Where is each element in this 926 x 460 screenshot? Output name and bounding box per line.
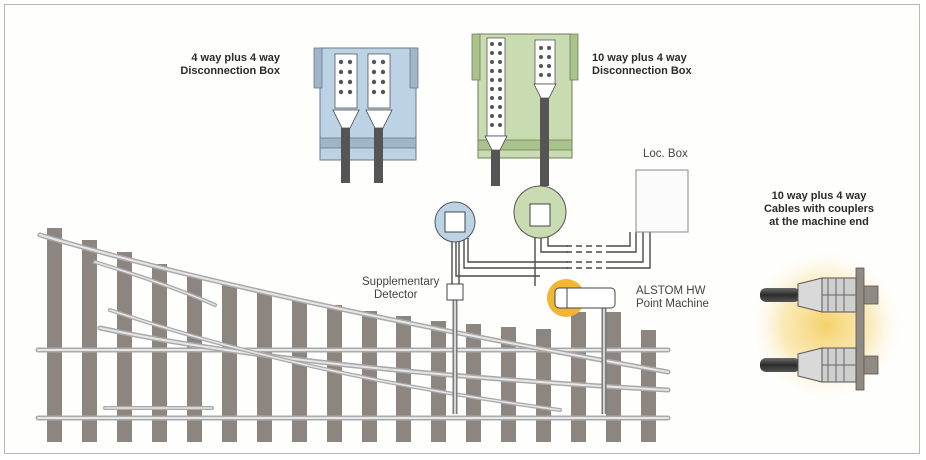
sleeper [222, 284, 237, 442]
label-line: Cables with couplers [763, 203, 875, 215]
label-line: at the machine end [769, 216, 869, 228]
cabling [451, 228, 651, 286]
sleeper [571, 312, 586, 442]
machine-junction [513, 185, 567, 239]
sleeper [257, 292, 272, 442]
label-line: Detector [374, 289, 418, 301]
label-line: Disconnection Box [592, 65, 692, 77]
sleeper [187, 276, 202, 442]
label-point-machine: ALSTOM HW Point Machine [636, 285, 709, 311]
label-line: ALSTOM HW [636, 285, 706, 297]
label-cables-with-couplers: 10 way plus 4 way Cables with couplers a… [754, 190, 884, 229]
cable-break [566, 240, 614, 274]
machine-end-couplers [746, 247, 906, 403]
label-line: 4 way plus 4 way [191, 52, 280, 64]
sleeper [47, 228, 62, 442]
point-machine [547, 279, 616, 317]
label-disconnection-box-4-4: 4 way plus 4 way Disconnection Box [160, 52, 280, 78]
sleeper [641, 330, 656, 442]
sleeper [396, 316, 411, 442]
sleeper [536, 329, 551, 442]
track-sleepers [47, 228, 656, 442]
disconnection-box-4-4 [313, 47, 419, 183]
sleeper [606, 312, 621, 442]
supplementary-detector [446, 283, 464, 301]
detector-junction [434, 201, 476, 243]
label-line: Point Machine [636, 298, 709, 310]
sleeper [82, 240, 97, 442]
label-line: 10 way plus 4 way [771, 190, 867, 202]
detector-rods [452, 298, 607, 414]
loc-box [635, 169, 689, 233]
sleeper [431, 321, 446, 442]
label-line: 10 way plus 4 way [592, 52, 687, 64]
sleeper [501, 327, 516, 442]
sleeper [327, 305, 342, 442]
disconnection-box-10-4 [471, 33, 579, 186]
label-supplementary-detector: Supplementary Detector [362, 276, 439, 302]
label-disconnection-box-10-4: 10 way plus 4 way Disconnection Box [592, 52, 692, 78]
label-loc-box: Loc. Box [643, 148, 688, 160]
sleeper [466, 324, 481, 442]
sleeper [292, 299, 307, 442]
label-line: Supplementary [362, 276, 440, 288]
sleeper [117, 252, 132, 442]
label-line: Disconnection Box [180, 65, 280, 77]
track-rails [35, 232, 671, 421]
sleeper [152, 264, 167, 442]
